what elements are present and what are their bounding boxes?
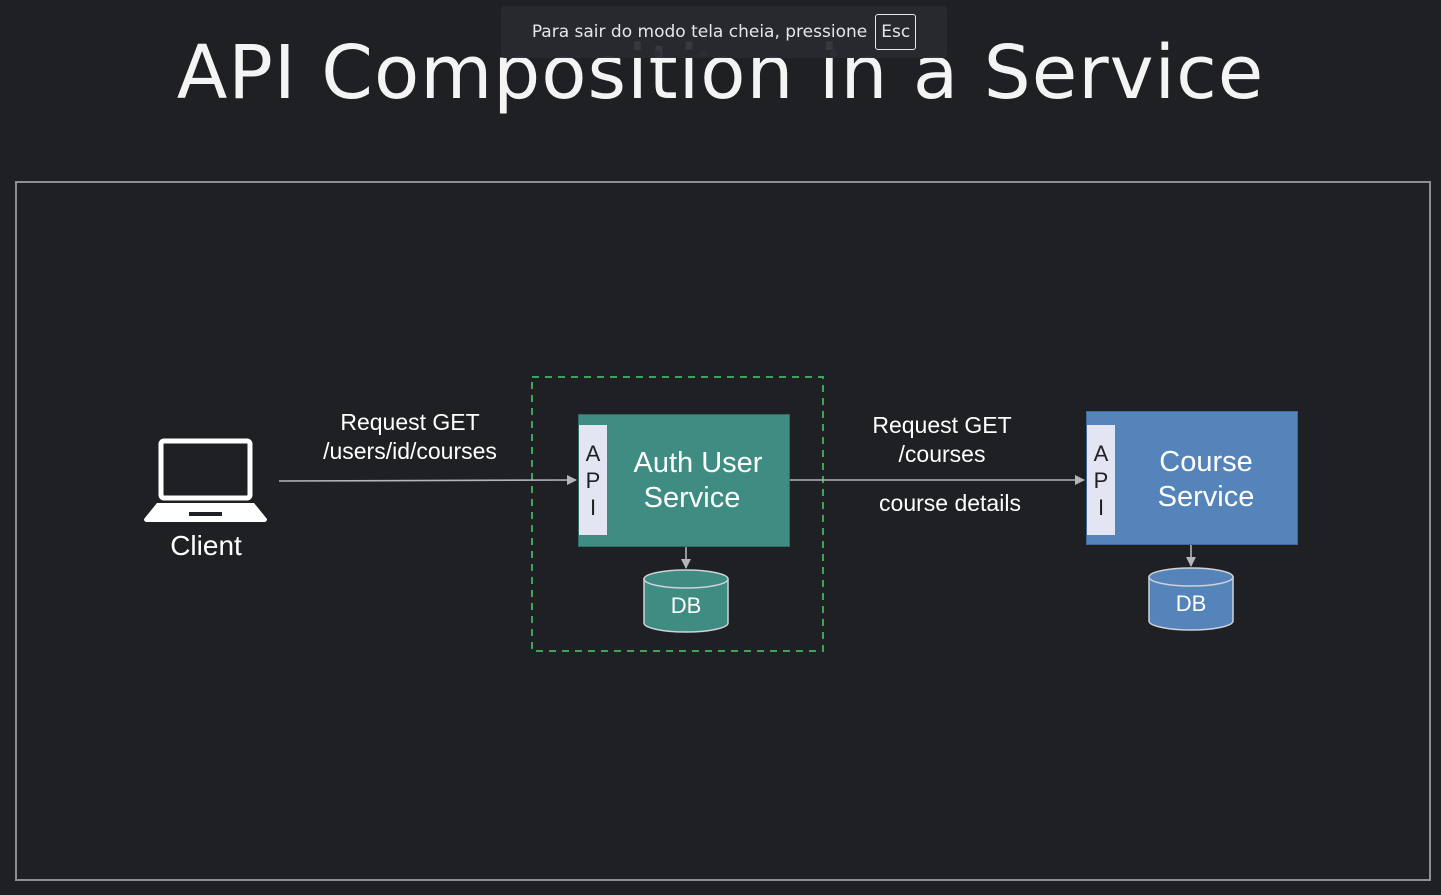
course-service-line2: Service: [1157, 481, 1255, 513]
request-to-course-line1: Request GET: [872, 412, 1012, 438]
request-to-auth-line1: Request GET: [340, 409, 480, 435]
auth-api-strip: A P I: [579, 425, 607, 535]
request-to-course-label: Request GET /courses: [842, 411, 1042, 469]
fullscreen-notice-text: Para sair do modo tela cheia, pressione: [531, 22, 868, 42]
course-db-cylinder: [1148, 567, 1234, 631]
auth-api-letter-i: I: [589, 494, 597, 520]
client-to-auth-arrow: [278, 475, 577, 486]
fullscreen-exit-notice: Para sair do modo tela cheia, pressione …: [501, 6, 947, 58]
course-details-label: course details: [879, 490, 1021, 516]
course-api-letter-p: P: [1093, 467, 1109, 493]
course-service-label: Course Service: [1115, 445, 1297, 515]
request-to-auth-line2: /users/id/courses: [323, 438, 497, 464]
auth-user-service-box: A P I Auth User Service: [578, 414, 790, 547]
diagram-frame: [15, 181, 1431, 881]
auth-service-line2: Service: [643, 482, 741, 514]
composition-boundary: [531, 376, 824, 652]
request-to-auth-label: Request GET /users/id/courses: [300, 408, 520, 466]
laptop-icon: [144, 438, 267, 522]
auth-service-label: Auth User Service: [607, 446, 789, 516]
course-service-line1: Course: [1159, 446, 1253, 478]
course-service-box: A P I Course Service: [1086, 411, 1298, 545]
request-to-course-line2: /courses: [898, 441, 986, 467]
auth-db-cylinder: [643, 569, 729, 633]
auth-service-line1: Auth User: [633, 447, 763, 479]
auth-db-label: DB: [670, 593, 702, 618]
course-api-letter-i: I: [1097, 494, 1105, 520]
esc-key-hint: Esc: [875, 14, 917, 50]
course-db-label: DB: [1175, 591, 1207, 616]
auth-api-letter-p: P: [585, 467, 601, 493]
course-api-letter-a: A: [1093, 440, 1109, 466]
client-label: Client: [170, 530, 242, 561]
course-api-strip: A P I: [1087, 425, 1115, 535]
auth-api-letter-a: A: [585, 440, 601, 466]
